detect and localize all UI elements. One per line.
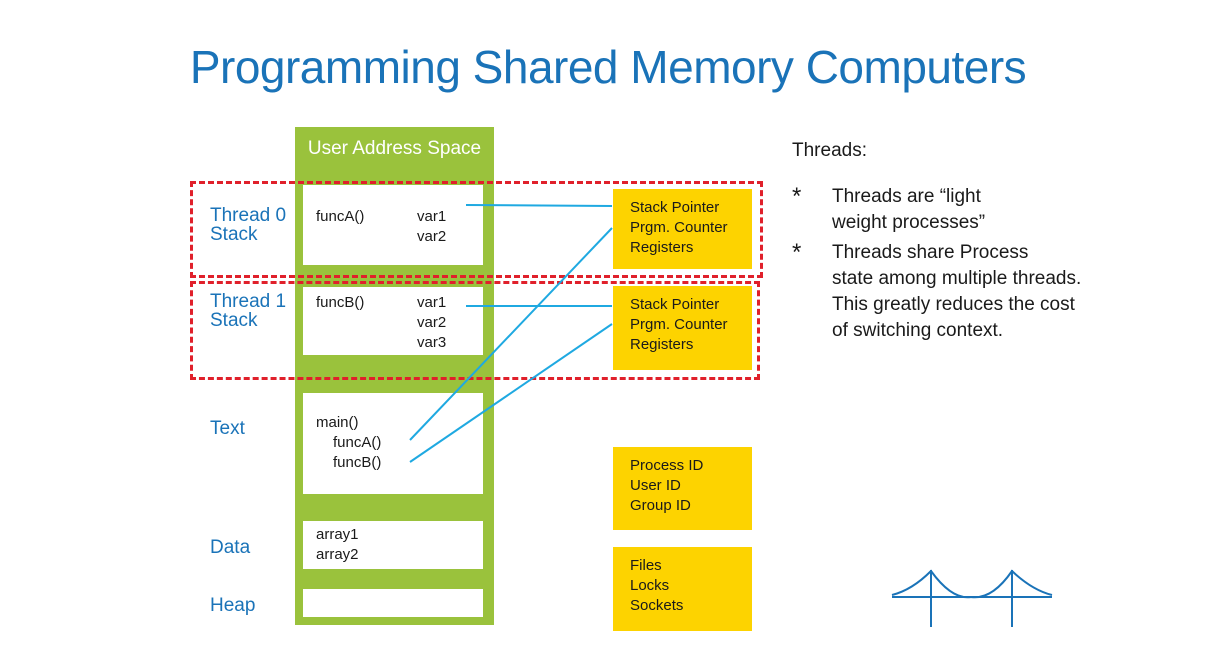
thread-state-item: Stack Pointer bbox=[630, 199, 720, 216]
connector-line bbox=[409, 323, 613, 463]
data-line: array1 bbox=[316, 526, 359, 543]
thread0-state-box: Stack Pointer Prgm. Counter Registers bbox=[613, 189, 752, 269]
thread-state-item: Registers bbox=[630, 239, 694, 256]
thread1-var: var3 bbox=[417, 334, 447, 351]
thread0-stack-label: Thread 0 Stack bbox=[210, 206, 286, 244]
thread-state-item: Registers bbox=[630, 336, 694, 353]
threads-heading: Threads: bbox=[792, 140, 867, 161]
star-bullet-icon: * bbox=[792, 183, 802, 210]
data-segment-lines: array1 array2 bbox=[316, 525, 359, 565]
thread1-stack-segment: funcB() var1 var2 var3 bbox=[303, 287, 483, 355]
heap-label: Heap bbox=[210, 595, 256, 616]
process-state-item: Process ID bbox=[630, 457, 704, 474]
thread1-dashed-outline bbox=[190, 281, 760, 380]
thread1-vars: var1 var2 var3 bbox=[417, 293, 446, 353]
data-line: array2 bbox=[316, 546, 359, 563]
connector-line bbox=[409, 227, 613, 441]
thread1-label-line: Stack bbox=[210, 310, 258, 331]
thread0-var: var1 bbox=[417, 208, 447, 225]
data-label: Data bbox=[210, 537, 251, 558]
connector-line bbox=[465, 204, 613, 207]
thread1-label-line: Thread 1 bbox=[210, 291, 287, 312]
thread1-function: funcB() bbox=[316, 294, 365, 311]
data-segment: array1 array2 bbox=[303, 521, 483, 569]
thread1-stack-label: Thread 1 Stack bbox=[210, 292, 286, 330]
heap-segment bbox=[303, 589, 483, 617]
process-state-item: Sockets bbox=[630, 597, 684, 614]
thread-state-item: Prgm. Counter bbox=[630, 219, 728, 236]
thread0-label-line: Thread 0 bbox=[210, 205, 287, 226]
thread1-state-box: Stack Pointer Prgm. Counter Registers bbox=[613, 286, 752, 370]
star-bullet-icon: * bbox=[792, 239, 802, 266]
thread1-var: var2 bbox=[417, 314, 447, 331]
process-state-item: Files bbox=[630, 557, 662, 574]
process-state-item: Locks bbox=[630, 577, 670, 594]
text-line: funcA() bbox=[333, 434, 382, 451]
user-address-space-header: User Address Space bbox=[307, 138, 482, 159]
process-ids-box: Process ID User ID Group ID bbox=[613, 447, 752, 530]
thread0-stack-segment: funcA() var1 var2 bbox=[303, 185, 483, 265]
text-line: funcB() bbox=[333, 454, 382, 471]
bridge-icon bbox=[891, 569, 1053, 627]
thread0-var: var2 bbox=[417, 228, 447, 245]
thread0-label-line: Stack bbox=[210, 224, 258, 245]
text-label: Text bbox=[210, 418, 245, 439]
text-segment: main() funcA() funcB() bbox=[303, 393, 483, 494]
thread0-dashed-outline bbox=[190, 181, 763, 278]
process-state-item: Group ID bbox=[630, 497, 691, 514]
slide-title: Programming Shared Memory Computers bbox=[189, 41, 1027, 93]
text-segment-lines: main() funcA() funcB() bbox=[316, 413, 381, 473]
thread0-vars: var1 var2 bbox=[417, 207, 446, 247]
process-state-item: User ID bbox=[630, 477, 681, 494]
bullet-text: Threads are “light weight processes” bbox=[832, 186, 986, 233]
thread1-var: var1 bbox=[417, 294, 447, 311]
text-line: main() bbox=[316, 414, 359, 431]
thread0-function: funcA() bbox=[316, 208, 365, 225]
process-resources-box: Files Locks Sockets bbox=[613, 547, 752, 631]
bullet-text: Threads share Process state among multip… bbox=[832, 242, 1082, 341]
thread-state-item: Stack Pointer bbox=[630, 296, 720, 313]
thread-state-item: Prgm. Counter bbox=[630, 316, 728, 333]
